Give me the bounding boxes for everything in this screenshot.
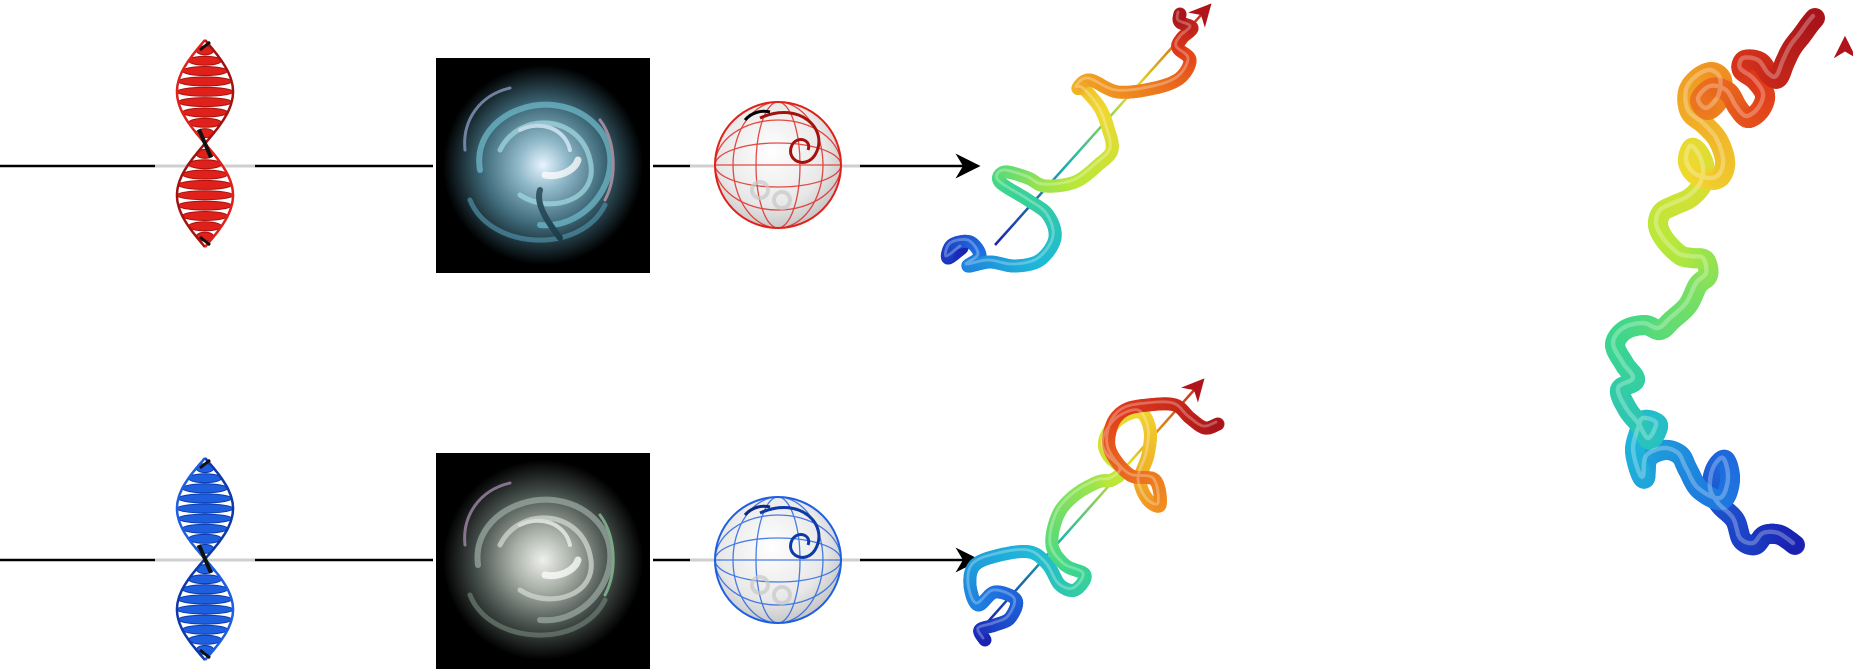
- helix-base-pair: [177, 513, 233, 524]
- helix-base-pair: [177, 97, 233, 108]
- helix-base-pair: [181, 624, 229, 635]
- helix-base-pair: [188, 574, 222, 585]
- helix-base-pair: [181, 107, 229, 118]
- helix-base-pair: [188, 221, 222, 232]
- helix-crossing: [199, 235, 211, 247]
- helix-base-pair: [188, 473, 222, 484]
- wireframe-sphere-icon: [714, 101, 842, 229]
- helix-crossing: [199, 458, 211, 470]
- diffraction-image: [436, 453, 650, 669]
- trajectory-axis-arrow: [984, 378, 1205, 626]
- helix-crossing: [199, 40, 211, 52]
- dna-helix-icon: [175, 39, 235, 248]
- helix-base-pair: [181, 66, 229, 77]
- helix-base-pair: [177, 200, 233, 211]
- helix-base-pair: [181, 584, 229, 595]
- trajectory-highlight: [1610, 13, 1816, 546]
- trajectory-tube: [940, 7, 1199, 273]
- dna-helix-icon: [175, 457, 235, 661]
- helix-base-pair: [181, 483, 229, 494]
- trajectory-highlight: [966, 400, 1218, 640]
- bottom-row: [0, 378, 1225, 669]
- helix-base-pair: [181, 523, 229, 534]
- helix-crossing: [197, 128, 213, 159]
- helix-base-pair: [177, 76, 233, 87]
- helix-base-pair: [181, 169, 229, 180]
- wireframe-sphere-icon: [714, 496, 842, 624]
- helix-base-pair: [177, 493, 233, 504]
- diffraction-image: [436, 58, 650, 273]
- helix-base-pair: [177, 594, 233, 605]
- helix-crossing: [197, 544, 213, 574]
- helix-base-pair: [176, 503, 234, 514]
- trajectory-tube: [963, 397, 1225, 647]
- top-row: [0, 3, 1212, 273]
- helix-base-pair: [188, 533, 222, 544]
- helix-base-pair: [188, 634, 222, 645]
- helix-base-pair: [188, 55, 222, 66]
- helix-base-pair: [176, 86, 234, 97]
- helix-base-pair: [177, 614, 233, 625]
- helix-base-pair: [188, 117, 222, 128]
- helix-base-pair: [188, 159, 222, 170]
- helix-base-pair: [177, 179, 233, 190]
- helix-base-pair: [176, 604, 234, 615]
- helix-base-pair: [181, 210, 229, 221]
- trajectory-highlight: [943, 10, 1192, 266]
- helix-crossing: [199, 648, 211, 660]
- helix-base-pair: [176, 190, 234, 201]
- large-trajectory: [1605, 8, 1825, 556]
